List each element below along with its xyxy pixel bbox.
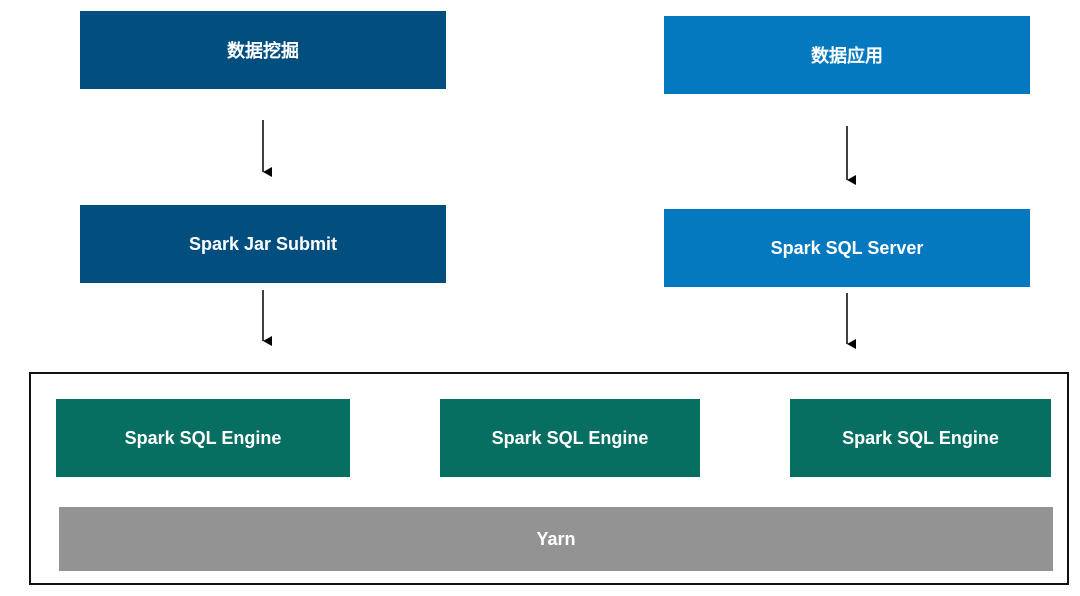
spark-sql-engine-box-3: Spark SQL Engine: [790, 399, 1051, 477]
spark-sql-engine-label-2: Spark SQL Engine: [491, 427, 649, 448]
data-application-label: 数据应用: [811, 46, 883, 66]
data-mining-label: 数据挖掘: [227, 41, 299, 61]
engine-cluster-frame: [29, 372, 1069, 585]
yarn-label: Yarn: [536, 528, 576, 549]
spark-sql-engine-box-2: Spark SQL Engine: [440, 399, 700, 477]
spark-sql-engine-box-1: Spark SQL Engine: [56, 399, 350, 477]
spark-sql-engine-label-1: Spark SQL Engine: [124, 427, 282, 448]
spark-sql-server-box: Spark SQL Server: [664, 209, 1030, 287]
spark-sql-server-label: Spark SQL Server: [770, 237, 924, 258]
spark-jar-submit-box: Spark Jar Submit: [80, 205, 446, 283]
data-application-box: 数据应用: [664, 16, 1030, 94]
spark-sql-engine-label-3: Spark SQL Engine: [842, 427, 999, 448]
data-mining-box: 数据挖掘: [80, 11, 446, 89]
spark-jar-submit-label: Spark Jar Submit: [188, 233, 338, 254]
yarn-box: Yarn: [59, 507, 1053, 571]
